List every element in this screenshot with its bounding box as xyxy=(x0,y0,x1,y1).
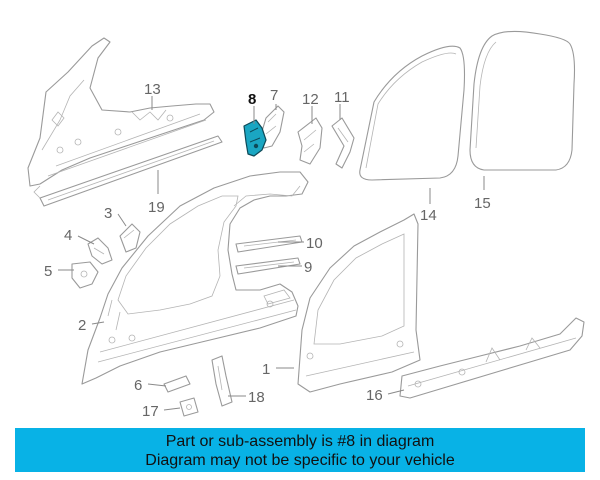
callout-4: 4 xyxy=(64,227,72,244)
part-10-reinforcement xyxy=(235,235,303,253)
part-19-rocker-reinforcement xyxy=(33,135,223,207)
leader-lines xyxy=(58,96,485,411)
part-1-body-side-outer xyxy=(297,213,421,393)
part-15-door-seal xyxy=(469,30,576,171)
callout-13: 13 xyxy=(144,81,161,98)
part-18-bracket xyxy=(211,355,233,407)
part-6-bracket xyxy=(163,375,191,393)
callout-18: 18 xyxy=(248,389,265,406)
part-3-bracket xyxy=(119,223,141,253)
part-12-bracket xyxy=(297,117,323,165)
part-2-body-side-outer xyxy=(81,171,309,385)
callout-12: 12 xyxy=(302,91,319,108)
part-9-reinforcement xyxy=(235,257,301,275)
callout-1: 1 xyxy=(262,361,270,378)
callout-8: 8 xyxy=(248,91,256,108)
callout-5: 5 xyxy=(44,263,52,280)
part-17-bracket xyxy=(179,397,199,417)
callout-16: 16 xyxy=(366,387,383,404)
callout-19: 19 xyxy=(148,199,165,216)
callout-2: 2 xyxy=(78,317,86,334)
part-4-bracket xyxy=(87,237,113,265)
info-banner: Part or sub-assembly is #8 in diagram Di… xyxy=(15,428,585,472)
callout-15: 15 xyxy=(474,195,491,212)
part-8-highlighted-bracket xyxy=(243,119,267,157)
callout-3: 3 xyxy=(104,205,112,222)
callout-7: 7 xyxy=(270,87,278,104)
callouts: 13 19 8 7 12 11 14 15 10 9 3 4 5 2 1 16 … xyxy=(44,81,491,420)
parts-diagram: 13 19 8 7 12 11 14 15 10 9 3 4 5 2 1 16 … xyxy=(27,30,585,420)
part-5-bracket xyxy=(71,261,99,289)
callout-17: 17 xyxy=(142,403,159,420)
callout-6: 6 xyxy=(134,377,142,394)
callout-9: 9 xyxy=(304,259,312,276)
banner-line-disclaimer: Diagram may not be specific to your vehi… xyxy=(145,452,455,469)
part-16-rocker-section xyxy=(399,317,585,399)
callout-11: 11 xyxy=(334,89,350,106)
part-11-bracket xyxy=(331,117,355,169)
callout-14: 14 xyxy=(420,207,437,224)
callout-10: 10 xyxy=(306,235,323,252)
part-14-door-seal xyxy=(359,45,466,181)
banner-line-part-number: Part or sub-assembly is #8 in diagram xyxy=(165,433,435,450)
part-13-body-side-inner xyxy=(27,37,215,187)
